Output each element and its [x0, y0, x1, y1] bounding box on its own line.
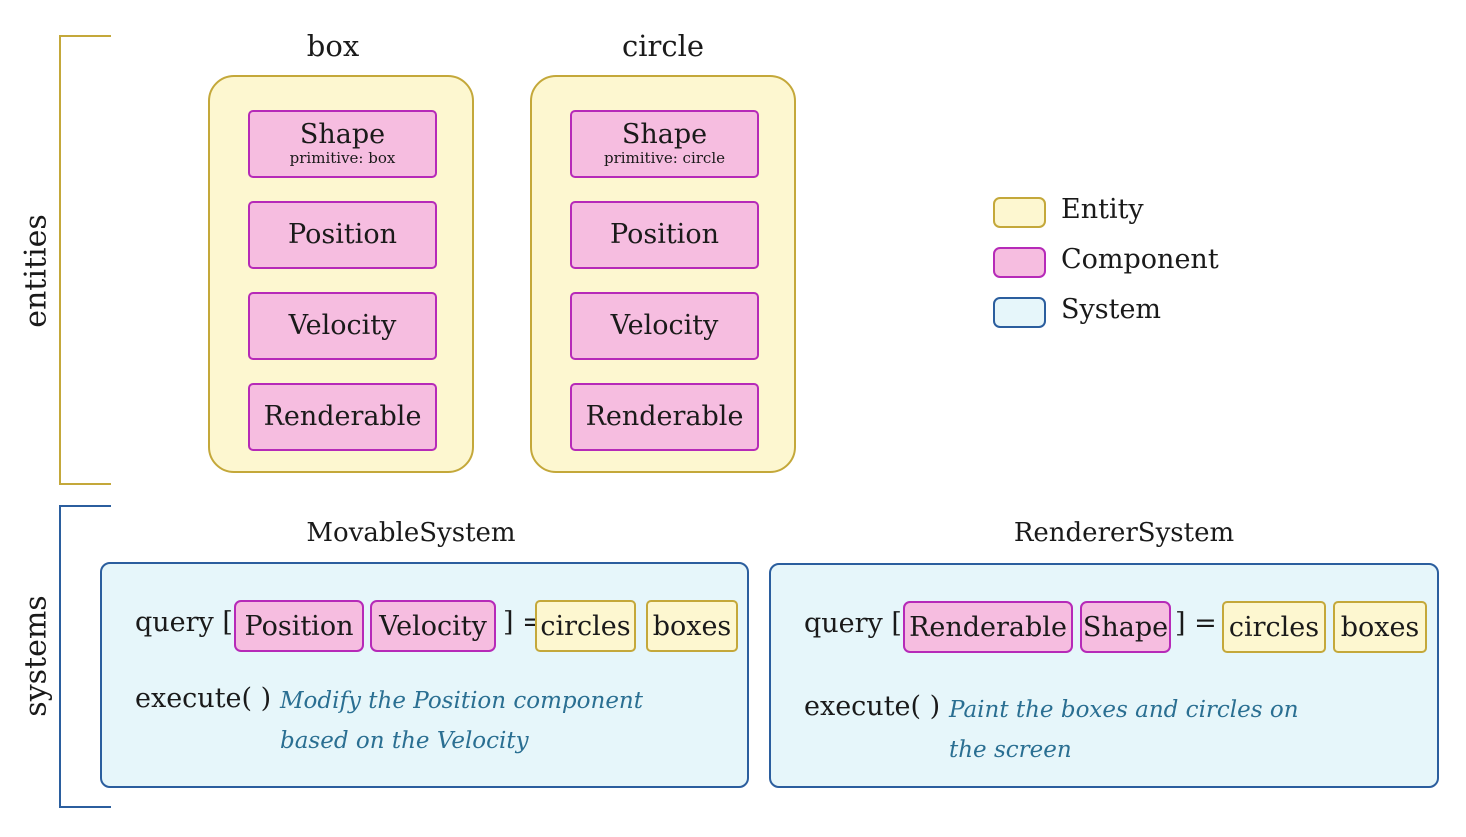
component-label: Velocity	[610, 309, 719, 341]
system-movable	[100, 562, 749, 788]
component-label: Renderable	[263, 400, 422, 432]
query-chip-velocity: Velocity	[370, 600, 496, 652]
component-position: Position	[248, 201, 437, 269]
entity-title-circle: circle	[621, 29, 705, 63]
query-chip-boxes: boxes	[1333, 601, 1427, 653]
execute-label: execute( )	[135, 683, 272, 714]
systems-bracket	[59, 505, 111, 808]
query-chip-shape: Shape	[1080, 601, 1171, 653]
execute-label: execute( )	[804, 691, 941, 722]
component-detail: primitive: circle	[603, 149, 726, 168]
component-velocity: Velocity	[570, 292, 759, 360]
component-position: Position	[570, 201, 759, 269]
component-label: Shape	[621, 118, 708, 150]
component-renderable: Renderable	[248, 383, 437, 451]
query-chip-position: Position	[234, 600, 364, 652]
component-velocity: Velocity	[248, 292, 437, 360]
entities-section-label: entities	[18, 214, 54, 328]
component-label: Velocity	[288, 309, 397, 341]
description-line: Modify the Position component	[280, 688, 643, 714]
legend-swatch-system	[993, 297, 1046, 328]
component-label: Position	[610, 218, 719, 250]
query-chip-boxes: boxes	[646, 600, 738, 652]
system-title-movable: MovableSystem	[306, 518, 516, 548]
description-line: the screen	[949, 737, 1072, 763]
query-prefix: query [	[135, 607, 233, 638]
entities-bracket	[59, 35, 111, 485]
component-label: Renderable	[585, 400, 744, 432]
description-line: based on the Velocity	[280, 728, 529, 754]
legend-label-entity: Entity	[1061, 194, 1144, 225]
component-renderable: Renderable	[570, 383, 759, 451]
system-description: Paint the boxes and circles on the scree…	[949, 690, 1299, 770]
component-label: Position	[288, 218, 397, 250]
legend-label-system: System	[1061, 294, 1162, 325]
component-shape: Shape primitive: circle	[570, 110, 759, 178]
systems-section-label: systems	[18, 595, 54, 717]
component-label: Shape	[299, 118, 386, 150]
component-shape: Shape primitive: box	[248, 110, 437, 178]
query-prefix: query [	[804, 608, 902, 639]
legend-swatch-entity	[993, 197, 1046, 228]
query-chip-renderable: Renderable	[903, 601, 1073, 653]
legend-swatch-component	[993, 247, 1046, 278]
query-chip-circles: circles	[535, 600, 636, 652]
entity-title-box: box	[306, 29, 360, 63]
legend-label-component: Component	[1061, 244, 1219, 275]
description-line: Paint the boxes and circles on	[949, 697, 1299, 723]
query-suffix: ] =	[1175, 608, 1217, 639]
system-description: Modify the Position component based on t…	[280, 681, 643, 761]
component-detail: primitive: box	[289, 149, 396, 168]
system-renderer	[769, 563, 1439, 788]
system-title-renderer: RendererSystem	[1013, 518, 1235, 548]
query-chip-circles: circles	[1222, 601, 1326, 653]
